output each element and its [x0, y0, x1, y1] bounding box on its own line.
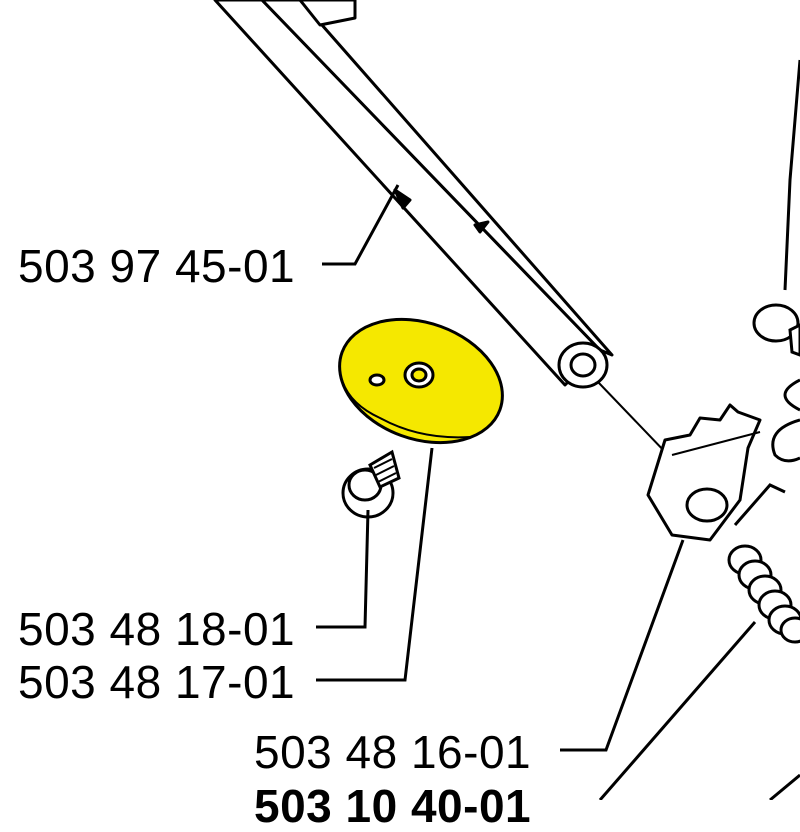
- leader-lever: [560, 539, 685, 752]
- screw-part: [341, 449, 401, 519]
- spring-part: [727, 483, 800, 644]
- label-lever: 503 48 16-01: [254, 726, 532, 778]
- label-screw: 503 48 18-01: [18, 603, 296, 655]
- leader-screw: [316, 509, 370, 629]
- disc-part: [338, 317, 504, 445]
- shaft-part: [213, 0, 614, 389]
- right-edge-parts: [752, 59, 800, 463]
- leader-disc: [316, 447, 434, 682]
- label-disc: 503 48 17-01: [18, 656, 296, 708]
- label-spring: 503 10 40-01: [254, 780, 532, 832]
- leader-shaft: [322, 184, 400, 266]
- leader-lines: [316, 184, 800, 800]
- assembly-line: [597, 381, 669, 456]
- lever-part: [646, 403, 762, 542]
- parts-diagram: [213, 0, 800, 800]
- leader-spring: [598, 621, 757, 800]
- label-shaft: 503 97 45-01: [18, 240, 296, 292]
- leader-edge: [769, 773, 800, 800]
